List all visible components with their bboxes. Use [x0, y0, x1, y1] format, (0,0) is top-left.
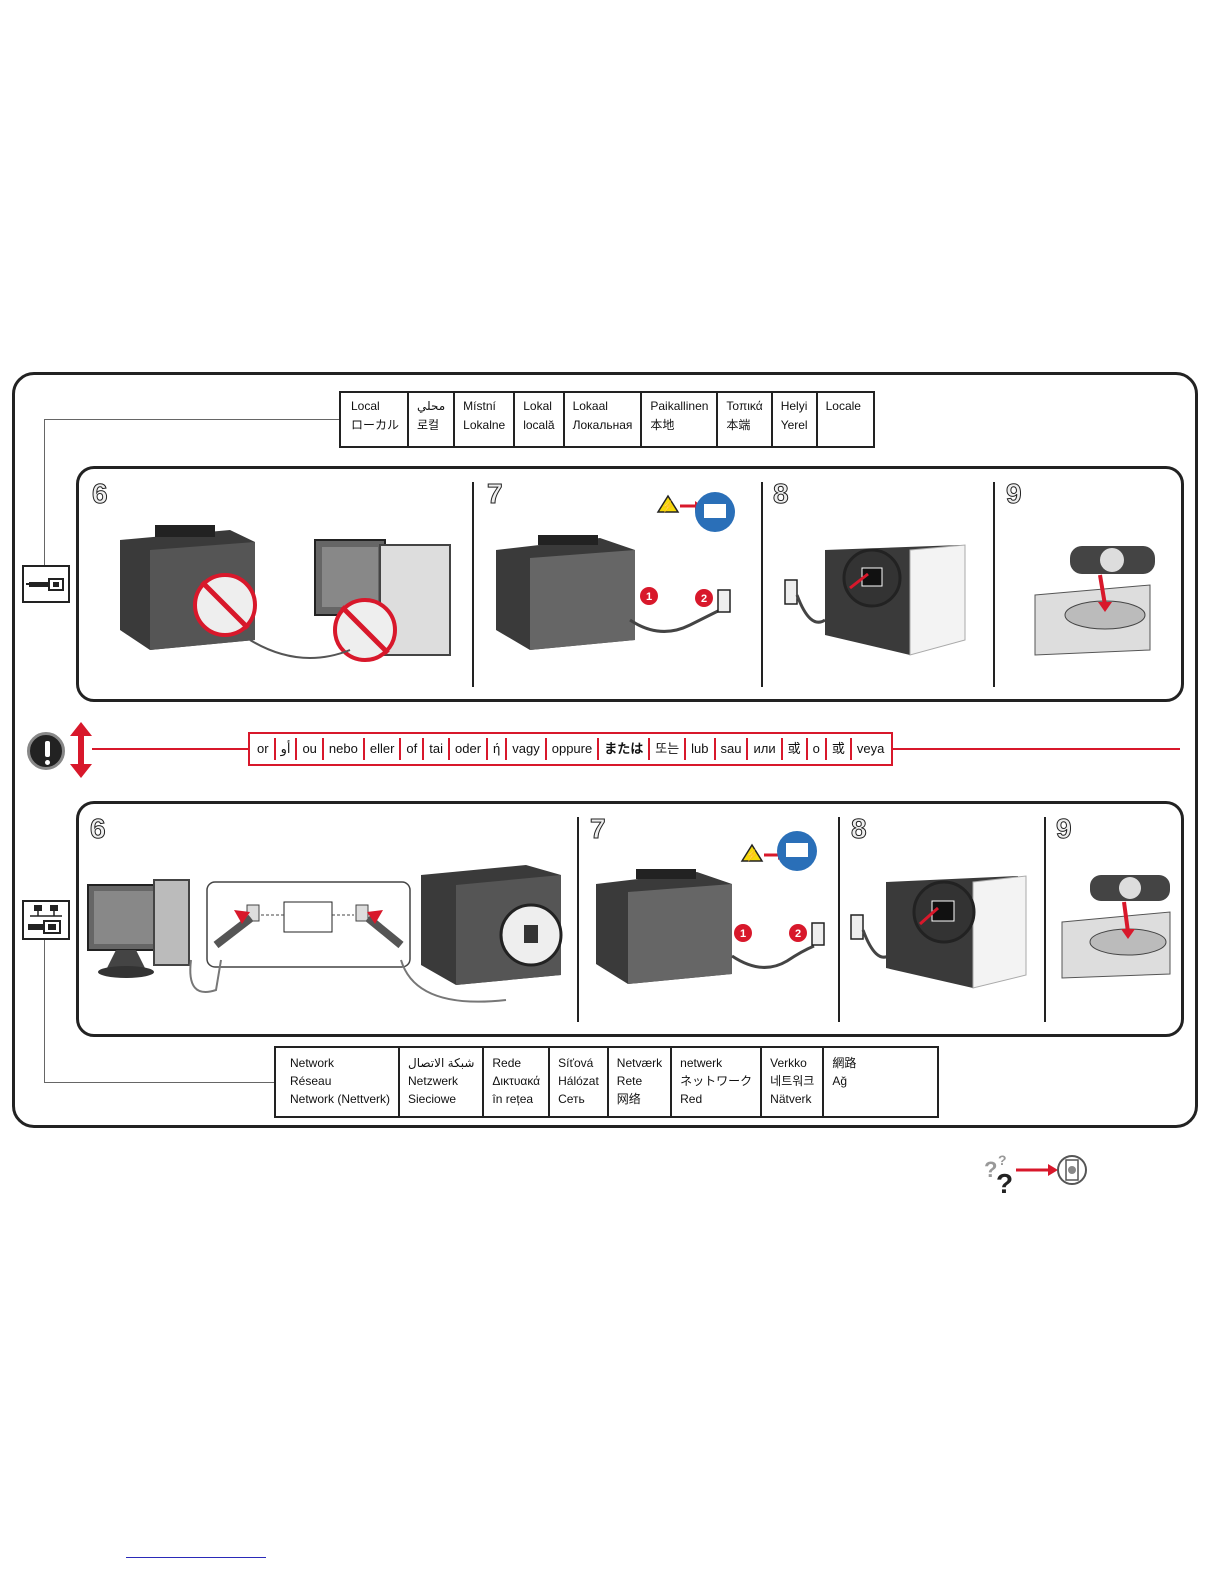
svg-text:⚡: ⚡ [661, 500, 675, 513]
step-number: 6 [90, 813, 107, 845]
or-word: ή [488, 738, 508, 760]
step-number: 9 [1006, 478, 1023, 510]
step-number: 6 [92, 478, 109, 510]
step-divider [761, 482, 763, 687]
or-word: or [252, 738, 276, 760]
step-divider [1044, 817, 1046, 1022]
or-word: 或 [827, 738, 852, 760]
install-cd-illustration [1061, 875, 1171, 979]
badge-1: 1 [646, 591, 652, 603]
link-underline [126, 1557, 266, 1558]
or-word: vagy [507, 738, 547, 760]
step-number: 9 [1056, 813, 1073, 845]
network-connector-v [44, 940, 45, 1083]
or-word: أو [276, 738, 298, 760]
usb-connect-illustration [120, 525, 451, 662]
or-word: oppure [547, 738, 600, 760]
or-word: ou [297, 738, 324, 760]
or-word: или [748, 738, 783, 760]
svg-text:?: ? [984, 1157, 997, 1182]
local-label-col: Locale [825, 399, 861, 413]
step-divider [838, 817, 840, 1022]
or-word: 或 [783, 738, 808, 760]
network-cable-icon [22, 900, 70, 940]
or-word: of [401, 738, 425, 760]
step-divider [472, 482, 474, 687]
or-word: または [599, 738, 651, 760]
or-word: nebo [324, 738, 365, 760]
power-cord-illustration: ⚡ 1 2 [596, 831, 825, 984]
step-number: 7 [487, 478, 504, 510]
step-divider [993, 482, 995, 687]
step-number: 8 [773, 478, 790, 510]
badge-1: 1 [740, 928, 746, 940]
svg-text:⚡: ⚡ [745, 849, 759, 862]
badge-2: 2 [701, 593, 707, 605]
ethernet-connect-illustration [87, 865, 563, 1003]
step-divider [577, 817, 579, 1022]
or-word: eller [365, 738, 402, 760]
network-connector-h [44, 1082, 274, 1083]
or-word: o [808, 738, 827, 760]
or-word: 또는 [650, 738, 687, 760]
or-word: veya [856, 741, 885, 756]
help-cd-icon: ? ? ? [984, 1152, 1087, 1197]
local-connector-h [44, 419, 340, 420]
or-word: lub [686, 738, 716, 760]
power-switch-illustration [784, 544, 966, 656]
instruction-frame [12, 372, 1198, 1128]
svg-text:?: ? [998, 1152, 1007, 1168]
important-notice-icon [27, 732, 65, 770]
install-cd-illustration [1034, 546, 1155, 656]
power-switch-illustration [850, 875, 1027, 989]
power-cord-illustration: ⚡ 1 2 [496, 492, 735, 650]
usb-cable-icon [22, 565, 70, 603]
up-down-arrow-icon [70, 722, 92, 778]
or-word-box: or أو ou nebo eller of tai oder ή vagy o… [248, 732, 894, 766]
or-word: sau [716, 738, 749, 760]
svg-text:?: ? [996, 1168, 1013, 1197]
badge-2: 2 [795, 928, 801, 940]
step-number: 8 [851, 813, 868, 845]
or-word: tai [424, 738, 450, 760]
step-number: 7 [590, 813, 607, 845]
local-connector-v [44, 419, 45, 565]
or-word: oder [450, 738, 489, 760]
